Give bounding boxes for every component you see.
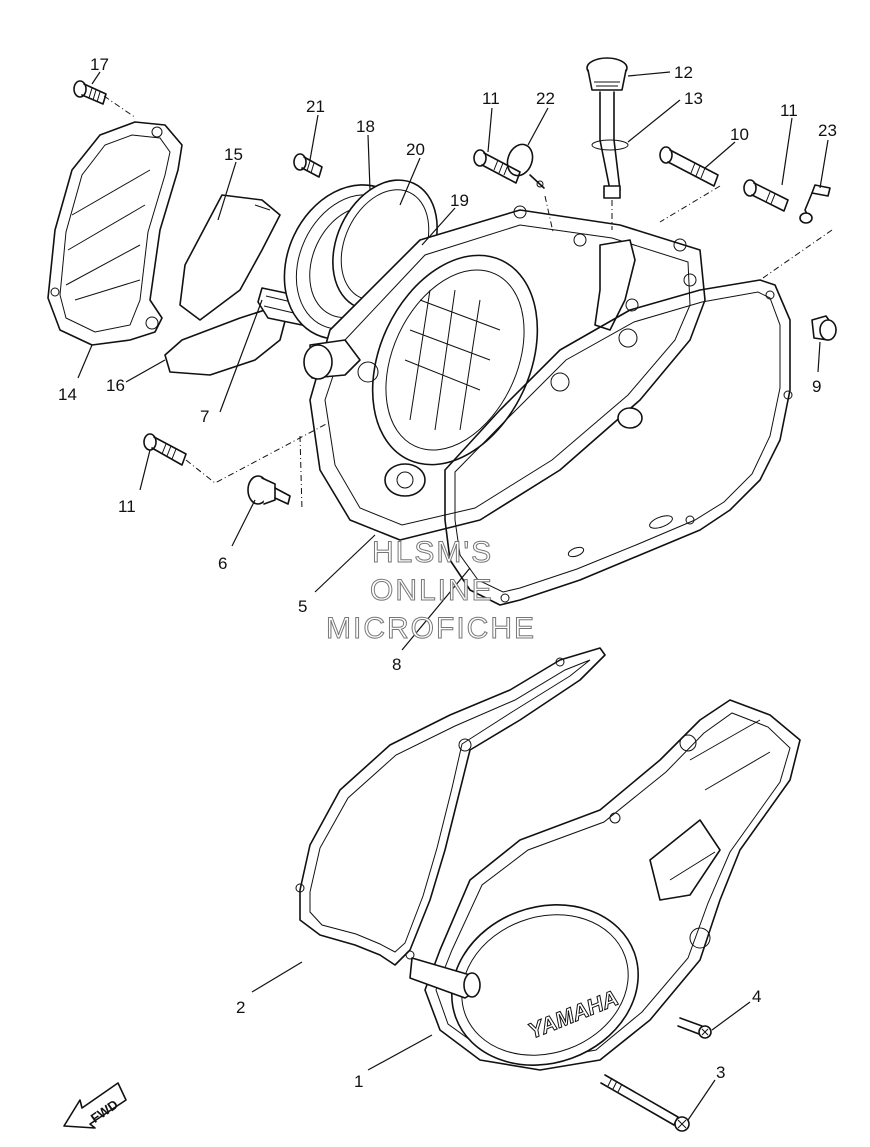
part-17-bolt [73, 80, 107, 105]
callout-1: 1 [354, 1072, 363, 1091]
callout-5: 5 [298, 597, 307, 616]
callout-13: 13 [684, 89, 703, 108]
part-12-13-filler-cap [586, 57, 629, 230]
callout-16: 16 [106, 376, 125, 395]
callout-11-right: 11 [780, 101, 798, 120]
watermark-line-3: MICROFICHE [326, 612, 536, 645]
part-8-gasket [444, 279, 793, 606]
watermark-line-1: HLSM'S [372, 536, 493, 569]
part-22-clip [506, 143, 545, 189]
callout-4: 4 [752, 987, 761, 1006]
part-1-crankcase-cover: YAMAHA [409, 699, 801, 1071]
callout-11-top: 11 [482, 89, 500, 108]
callout-20: 20 [406, 140, 425, 159]
part-11-bolt-right [743, 179, 789, 212]
callout-12: 12 [674, 63, 693, 82]
callout-9: 9 [812, 377, 821, 396]
callout-23: 23 [818, 121, 837, 140]
callout-22: 22 [536, 89, 555, 108]
assembly-lines [103, 95, 833, 511]
part-14-cover [47, 121, 183, 346]
part-21-bolt [293, 153, 323, 178]
callout-10: 10 [730, 125, 749, 144]
part-10-bolt [659, 146, 719, 187]
part-2-gasket [295, 647, 606, 966]
fwd-arrow-icon: FWD [63, 1082, 127, 1129]
leader-lines [77, 71, 829, 1121]
watermark: HLSM'S ONLINE MICROFICHE [326, 536, 536, 646]
part-15-gasket [179, 194, 281, 321]
callout-7: 7 [200, 407, 209, 426]
part-11-bolt-top [473, 149, 521, 184]
part-5-crankcase-cover [303, 205, 706, 541]
callout-18: 18 [356, 117, 375, 136]
callout-3: 3 [716, 1063, 725, 1082]
callout-8: 8 [392, 655, 401, 674]
part-23-bracket [799, 184, 831, 224]
callout-19: 19 [450, 191, 469, 210]
callout-14: 14 [58, 385, 77, 404]
watermark-line-2: ONLINE [370, 574, 494, 607]
part-9-dowel [811, 315, 837, 341]
callout-6: 6 [218, 554, 227, 573]
part-4-screw [677, 1017, 712, 1039]
callout-17: 17 [90, 55, 109, 74]
callout-2: 2 [236, 998, 245, 1017]
part-6-plug [247, 475, 291, 505]
callout-11-left: 11 [118, 497, 136, 516]
callout-21: 21 [306, 97, 325, 116]
part-11-bolt-left [143, 433, 187, 466]
callouts: 17 21 18 20 15 19 11 22 12 13 10 11 23 9… [58, 55, 837, 1091]
callout-15: 15 [224, 145, 243, 164]
part-3-screw [600, 1074, 690, 1132]
